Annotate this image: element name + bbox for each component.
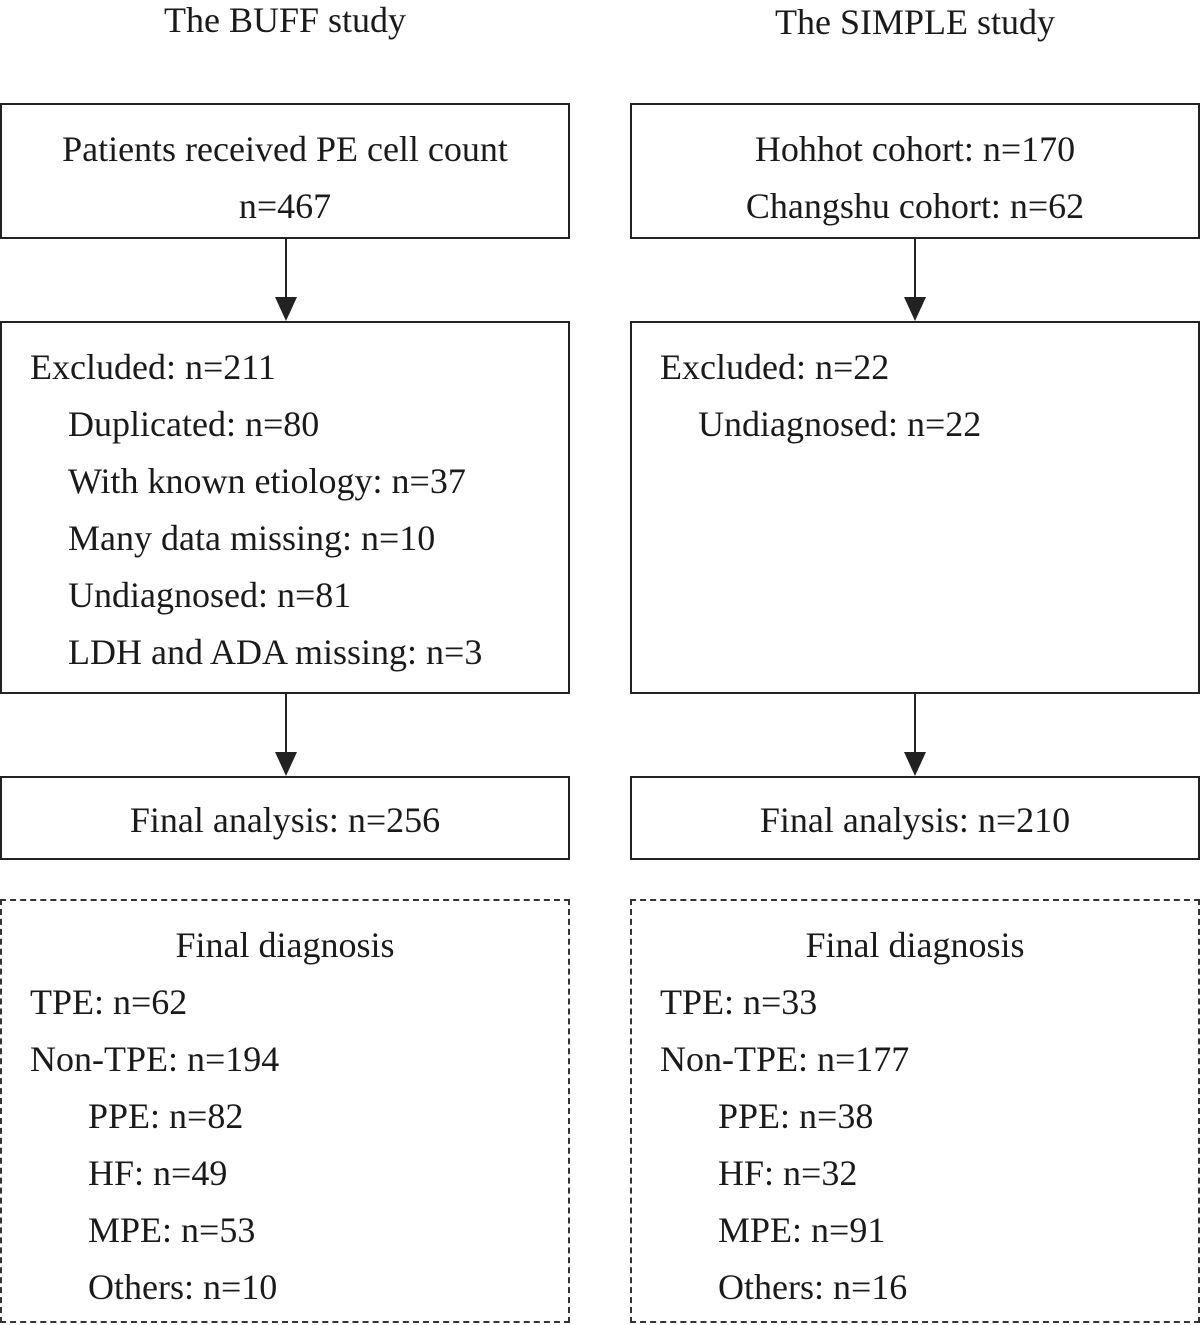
simple-study-title: The SIMPLE study — [774, 2, 1055, 42]
buff-final-diagnosis-box: Final diagnosis TPE: n=62 Non-TPE: n=194… — [0, 899, 570, 1323]
simple-diagnosis-header: Final diagnosis — [805, 925, 1025, 965]
simple-diagnosis-tpe: TPE: n=33 — [660, 982, 818, 1022]
simple-final-analysis-label: Final analysis: n=210 — [759, 800, 1071, 840]
buff-final-analysis-label: Final analysis: n=256 — [129, 800, 441, 840]
buff-excluded-item: LDH and ADA missing: n=3 — [68, 632, 483, 672]
buff-diagnosis-subitem: HF: n=49 — [88, 1153, 228, 1193]
simple-diagnosis-subitem: PPE: n=38 — [718, 1096, 874, 1136]
buff-enrollment-count: n=467 — [238, 186, 332, 226]
buff-enrollment-label: Patients received PE cell count — [62, 129, 508, 169]
buff-excluded-item: Undiagnosed: n=81 — [68, 575, 352, 615]
buff-final-analysis-box: Final analysis: n=256 — [0, 776, 570, 860]
buff-diagnosis-subitem: Others: n=10 — [88, 1267, 278, 1307]
simple-diagnosis-subitem: MPE: n=91 — [718, 1210, 886, 1250]
simple-enrollment-hohhot: Hohhot cohort: n=170 — [754, 129, 1076, 169]
simple-final-diagnosis-box: Final diagnosis TPE: n=33 Non-TPE: n=177… — [630, 899, 1200, 1323]
buff-excluded-item: Duplicated: n=80 — [68, 404, 320, 444]
buff-diagnosis-header: Final diagnosis — [175, 925, 395, 965]
simple-enrollment-changshu: Changshu cohort: n=62 — [745, 186, 1085, 226]
buff-diagnosis-subitem: PPE: n=82 — [88, 1096, 244, 1136]
simple-enrollment-box: Hohhot cohort: n=170 Changshu cohort: n=… — [630, 103, 1200, 239]
buff-excluded-box: Excluded: n=211 Duplicated: n=80 With kn… — [0, 321, 570, 694]
simple-excluded-box: Excluded: n=22 Undiagnosed: n=22 — [630, 321, 1200, 694]
buff-diagnosis-tpe: TPE: n=62 — [30, 982, 188, 1022]
buff-diagnosis-non-tpe: Non-TPE: n=194 — [30, 1039, 280, 1079]
buff-excluded-item: Many data missing: n=10 — [68, 518, 436, 558]
buff-study-title: The BUFF study — [163, 0, 407, 40]
buff-excluded-header: Excluded: n=211 — [30, 347, 276, 387]
simple-final-analysis-box: Final analysis: n=210 — [630, 776, 1200, 860]
buff-excluded-item: With known etiology: n=37 — [68, 461, 466, 501]
simple-diagnosis-non-tpe: Non-TPE: n=177 — [660, 1039, 910, 1079]
simple-diagnosis-subitem: Others: n=16 — [718, 1267, 908, 1307]
buff-enrollment-box: Patients received PE cell count n=467 — [0, 103, 570, 239]
simple-excluded-header: Excluded: n=22 — [660, 347, 890, 387]
simple-diagnosis-subitem: HF: n=32 — [718, 1153, 858, 1193]
simple-excluded-item: Undiagnosed: n=22 — [698, 404, 982, 444]
buff-diagnosis-subitem: MPE: n=53 — [88, 1210, 256, 1250]
